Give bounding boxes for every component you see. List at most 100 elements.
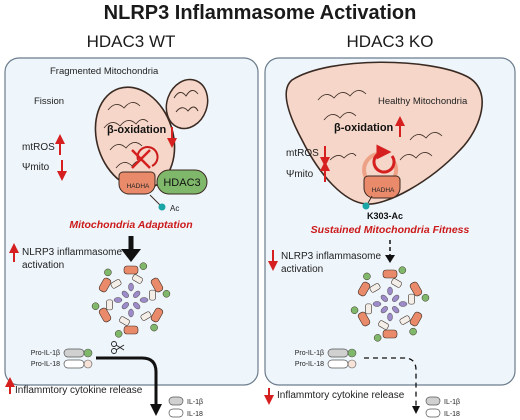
asc-filament xyxy=(380,306,388,314)
acetyl-bond-ko xyxy=(367,195,373,204)
mito-fitness-label: Sustained Mitochondria Fitness xyxy=(311,224,470,236)
asc-filament xyxy=(128,308,134,318)
pro-cytokines-wt: Pro-IL-1β Pro-IL-18 xyxy=(31,348,93,369)
hadha-protein-wt: HADHA xyxy=(118,171,156,195)
inflammasome-complex-ko xyxy=(350,266,430,342)
ligand-subunit xyxy=(104,268,112,277)
il18-label-ko: IL-18 xyxy=(444,411,460,418)
nlrp3-line2-wt: activation xyxy=(22,260,64,271)
psimito-label-ko: Ψmito xyxy=(286,169,314,180)
nlrp3-subunit xyxy=(382,329,398,339)
healthy-mitochondrion xyxy=(285,61,483,205)
nlrp3-label-ko: NLRP3 inflammasome activation xyxy=(281,251,384,275)
nlrp3-subunit xyxy=(357,311,371,327)
pro-il18-label-wt: Pro-IL-18 xyxy=(31,361,60,368)
nlrp3-subunit xyxy=(98,307,112,323)
nek7-subunit xyxy=(378,320,389,330)
nek7-subunit xyxy=(149,289,156,301)
cleavage-path-ko xyxy=(364,357,417,408)
hdac3-label: HDAC3 xyxy=(163,177,200,189)
k303-label: K303-Ac xyxy=(367,211,403,221)
release-arrowhead-ko xyxy=(412,406,420,414)
nek7-subunit xyxy=(106,299,113,311)
nlrp3-subunit xyxy=(123,325,139,335)
nek7-subunit xyxy=(408,293,415,305)
nlrp3-subunit xyxy=(382,269,398,279)
beta-oxidation-wt: β-oxidation xyxy=(107,124,167,136)
panel-wt xyxy=(4,57,259,386)
healthy-mito-label: Healthy Mitochondria xyxy=(378,96,468,107)
ligand-subunit xyxy=(373,334,382,342)
pro-il1b-label-ko: Pro-IL-1β xyxy=(295,350,324,357)
small-mitochondrion xyxy=(165,78,209,130)
nlrp3-line2-ko: activation xyxy=(281,264,323,275)
ligand-subunit xyxy=(162,290,171,298)
ligand-subunit xyxy=(150,323,158,332)
hdac3-protein: HDAC3 xyxy=(156,169,208,195)
pro-il1b-label-wt: Pro-IL-1β xyxy=(31,350,60,357)
hadha-label-wt: HADHA xyxy=(127,183,150,190)
nlrp3-label-wt: NLRP3 inflammasome activation xyxy=(22,247,125,271)
mtros-label-ko: mtROS xyxy=(286,148,319,159)
cleavage-path-wt xyxy=(96,356,158,408)
diagram-title: NLRP3 Inflammasome Activation xyxy=(103,2,417,24)
nlrp3-subunit xyxy=(409,281,423,297)
header-ko: HDAC3 KO xyxy=(347,32,434,51)
ligand-subunit xyxy=(139,262,148,270)
il1b-label-ko: IL-1β xyxy=(444,399,460,406)
hadha-protein-ko: HADHA xyxy=(363,175,401,199)
asc-filament xyxy=(372,301,382,307)
ligand-subunit xyxy=(409,327,417,336)
nek7-subunit xyxy=(365,303,372,315)
blocked-cycle-icon xyxy=(131,146,159,169)
nek7-subunit xyxy=(369,283,381,293)
nlrp3-subunit xyxy=(98,277,112,293)
asc-filament xyxy=(121,290,129,298)
asc-filament xyxy=(133,290,141,298)
cytokine-label-wt: Inflammtory cytokine release xyxy=(15,385,143,396)
mature-cytokines-ko: IL-1β IL-18 xyxy=(425,396,460,418)
asc-filament xyxy=(121,302,129,310)
fission-label: Fission xyxy=(34,96,64,107)
nek7-subunit xyxy=(391,278,402,288)
acetyl-label-wt: Ac xyxy=(170,204,179,213)
il18-label-wt: IL-18 xyxy=(187,411,203,418)
mature-cytokines-wt: IL-1β IL-18 xyxy=(168,396,203,418)
mtros-label-wt: mtROS xyxy=(22,142,55,153)
nlrp3-subunit xyxy=(150,277,164,293)
acetyl-bond-wt xyxy=(149,194,161,206)
release-arrowhead-wt xyxy=(150,404,162,416)
asc-filament xyxy=(392,294,400,302)
ligand-subunit xyxy=(421,294,430,302)
asc-filament xyxy=(398,301,408,307)
hadha-label-ko: HADHA xyxy=(372,187,395,194)
asc-filament xyxy=(128,282,134,292)
ligand-subunit xyxy=(398,266,407,274)
pro-il18-label-ko: Pro-IL-18 xyxy=(295,361,324,368)
inflammasome-complex-wt xyxy=(91,262,171,338)
mito-adaptation-label: Mitochondria Adaptation xyxy=(69,219,192,231)
nek7-subunit xyxy=(399,315,411,325)
psimito-label-wt: Ψmito xyxy=(22,162,50,173)
cytokine-label-ko: Inflammtory cytokine release xyxy=(277,390,405,401)
asc-filament xyxy=(113,297,123,303)
asc-filament xyxy=(133,302,141,310)
pro-cytokines-ko: Pro-IL-1β Pro-IL-18 xyxy=(295,348,357,369)
activation-arrow-ko xyxy=(385,240,395,263)
activation-arrow-wt xyxy=(121,236,141,262)
header-wt: HDAC3 WT xyxy=(87,32,176,51)
asc-filament xyxy=(387,312,393,322)
beta-oxidation-ko: β-oxidation xyxy=(334,122,394,134)
asc-filament xyxy=(392,306,400,314)
nlrp3-line1-ko: NLRP3 inflammasome xyxy=(281,251,381,262)
fragmented-mito-label: Fragmented Mitochondria xyxy=(50,66,159,77)
asc-filament xyxy=(139,297,149,303)
asc-filament xyxy=(387,286,393,296)
acetyl-group-ko xyxy=(362,202,370,210)
ligand-subunit xyxy=(363,272,371,281)
ligand-subunit xyxy=(114,330,123,338)
scissors-icon xyxy=(111,341,125,354)
nek7-subunit xyxy=(119,316,130,326)
nlrp3-subunit xyxy=(409,311,423,327)
